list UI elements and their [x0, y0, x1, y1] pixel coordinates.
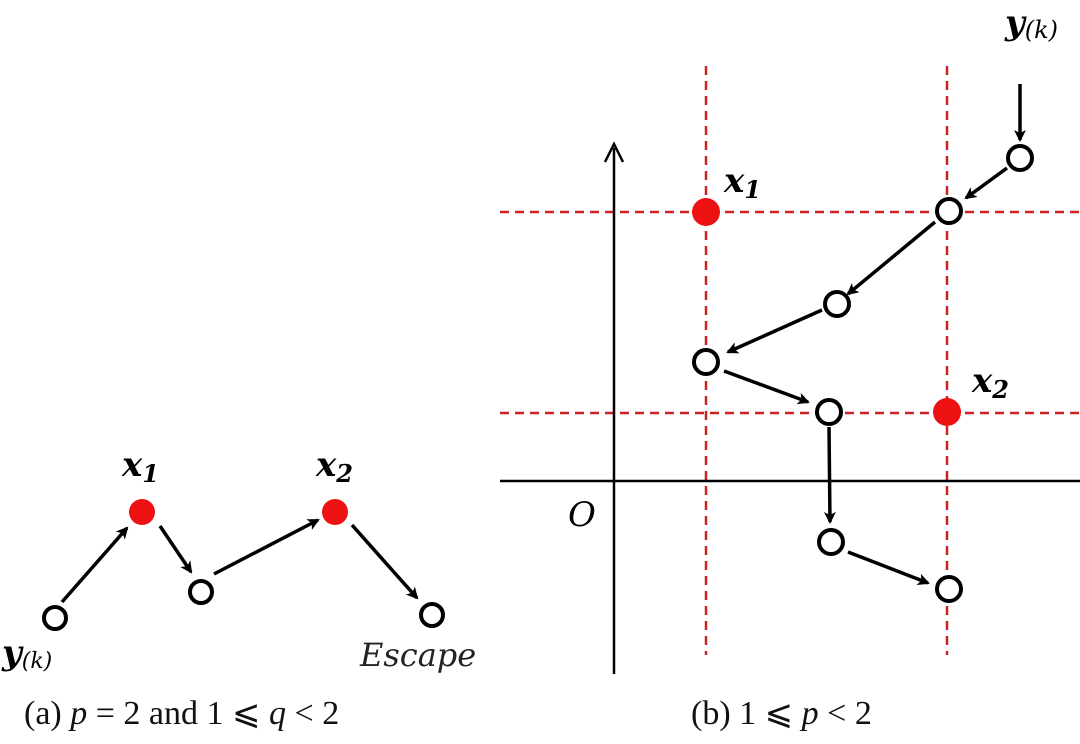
point-p4 — [692, 348, 720, 376]
arrow-x1-to-mid — [158, 525, 193, 574]
caption-b: (b) 1 ⩽ p < 2 — [691, 695, 872, 732]
label-x2: x2 — [971, 361, 1009, 404]
arrow-mid-to-x2 — [213, 518, 320, 576]
caption-a: (a) p = 2 and 1 ⩽ q < 2 — [24, 695, 339, 732]
label-escape: Escape — [359, 636, 476, 674]
point-p1 — [1006, 144, 1034, 172]
arrow-p3-to-p4 — [726, 308, 823, 354]
label-y-k: y(k) — [1, 633, 52, 674]
arrow-p4-to-p5 — [723, 369, 810, 405]
arrow-y-to-x1 — [60, 526, 129, 604]
label-origin: O — [568, 495, 596, 535]
point-y-start — [42, 605, 68, 631]
arrow-x2-to-escape — [350, 523, 419, 600]
label-x1: x1 — [723, 161, 761, 204]
point-x2-minimum — [933, 398, 961, 426]
point-p6 — [817, 528, 845, 556]
point-x2-minimum — [322, 499, 348, 525]
point-p5 — [815, 398, 843, 426]
point-x1-minimum — [129, 499, 155, 525]
point-x1-minimum — [692, 198, 720, 226]
label-x2: x2 — [315, 445, 353, 488]
point-p3 — [823, 290, 851, 318]
point-intermediate — [188, 579, 214, 605]
panel-a: x1 x2 y(k) Escape (a) p = 2 and 1 ⩽ q < … — [1, 445, 476, 732]
label-x1: x1 — [121, 445, 159, 488]
arrow-p1-to-p2 — [964, 166, 1009, 200]
arrow-p2-to-p3 — [846, 220, 937, 296]
point-p7 — [935, 575, 963, 603]
point-p2 — [935, 197, 963, 225]
panel-b: O y(k) x1 x2 (b) 1 ⩽ p < 2 — [500, 3, 1080, 732]
arrow-p6-to-p7 — [847, 550, 930, 585]
point-escape — [419, 602, 445, 628]
arrow-p5-to-p6 — [823, 426, 836, 524]
y-axis-arrowhead — [603, 141, 625, 163]
label-y-k: y(k) — [1004, 3, 1058, 44]
